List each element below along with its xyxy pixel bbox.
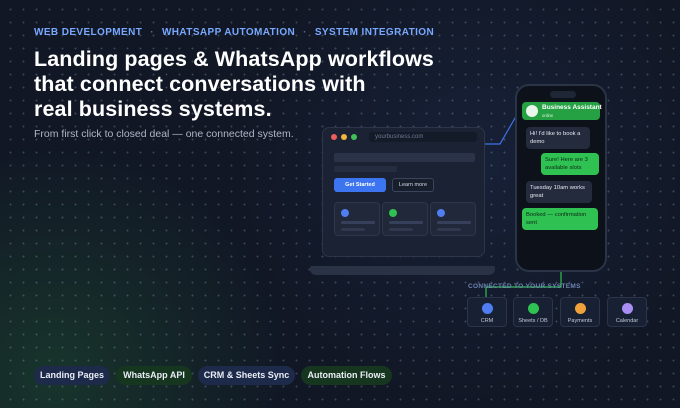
system-calendar[interactable]: Calendar (607, 297, 647, 327)
laptop-mockup: yourbusiness.com Get Started Learn more (322, 127, 485, 257)
system-label: Calendar (615, 318, 639, 324)
system-label: Payments (567, 318, 593, 324)
chat-message-outgoing: Booked — confirmation sent (522, 208, 598, 230)
system-sheets-db[interactable]: Sheets / DB (513, 297, 553, 327)
chat-message-incoming: Tuesday 10am works great (526, 181, 592, 203)
tag-system-integration: SYSTEM INTEGRATION (314, 27, 435, 38)
subtitle: From first click to closed deal — one co… (34, 128, 294, 140)
card-line (389, 228, 413, 231)
pill-automation-flows[interactable]: Automation Flows (301, 366, 392, 385)
browser-bar: yourbusiness.com (323, 128, 484, 145)
contact-status: online (542, 113, 554, 118)
tag-whatsapp-automation: WHATSAPP AUTOMATION (161, 27, 296, 38)
address-bar[interactable]: yourbusiness.com (369, 131, 477, 142)
system-crm[interactable]: CRM (467, 297, 507, 327)
tag-separator: · (150, 27, 154, 38)
payments-icon (575, 303, 586, 314)
hero-placeholder-bar (334, 153, 475, 162)
feature-dot-icon (389, 209, 397, 217)
phone-mockup: Business Assistant online Hi! I'd like t… (515, 84, 607, 272)
system-label: Sheets / DB (518, 318, 548, 324)
systems-title: CONNECTED TO YOUR SYSTEMS (468, 283, 581, 290)
pill-whatsapp-api[interactable]: WhatsApp API (116, 366, 192, 385)
card-line (389, 221, 423, 224)
chat-message-incoming: Hi! I'd like to book a demo (526, 127, 590, 149)
hero-placeholder-bar (334, 166, 397, 172)
feature-card (334, 202, 380, 236)
headline-line: real business systems. (34, 97, 272, 121)
maximize-dot-icon (351, 133, 357, 140)
headline-line: that connect conversations with (34, 72, 366, 96)
close-dot-icon (331, 133, 337, 140)
laptop-base (310, 266, 495, 275)
tag-web-development: WEB DEVELOPMENT (34, 27, 143, 38)
get-started-button[interactable]: Get Started (334, 178, 386, 192)
learn-more-button[interactable]: Learn more (392, 178, 434, 192)
card-line (437, 228, 461, 231)
card-line (341, 221, 375, 224)
system-payments[interactable]: Payments (560, 297, 600, 327)
phone-notch (550, 91, 576, 98)
phone-systems-connector (485, 272, 562, 297)
feature-dot-icon (341, 209, 349, 217)
minimize-dot-icon (341, 133, 347, 140)
system-label: CRM (480, 318, 494, 324)
feature-card (430, 202, 476, 236)
chat-header: Business Assistant online (522, 102, 602, 120)
tag-separator: · (303, 27, 307, 38)
contact-name: Business Assistant (542, 104, 602, 111)
chat-message-outgoing: Sure! Here are 3 available slots (541, 153, 599, 175)
calendar-icon (622, 303, 633, 314)
card-line (341, 228, 365, 231)
crm-icon (482, 303, 493, 314)
card-line (437, 221, 471, 224)
feature-dot-icon (437, 209, 445, 217)
category-tags: WEB DEVELOPMENT · WHATSAPP AUTOMATION · … (34, 27, 434, 38)
pill-crm-sheets-sync[interactable]: CRM & Sheets Sync (198, 366, 295, 385)
pill-landing-pages[interactable]: Landing Pages (34, 366, 110, 385)
feature-card (382, 202, 428, 236)
headline-line: Landing pages & WhatsApp workflows (34, 47, 434, 71)
headline: Landing pages & WhatsApp workflows that … (34, 47, 454, 122)
database-icon (528, 303, 539, 314)
avatar (526, 105, 538, 117)
